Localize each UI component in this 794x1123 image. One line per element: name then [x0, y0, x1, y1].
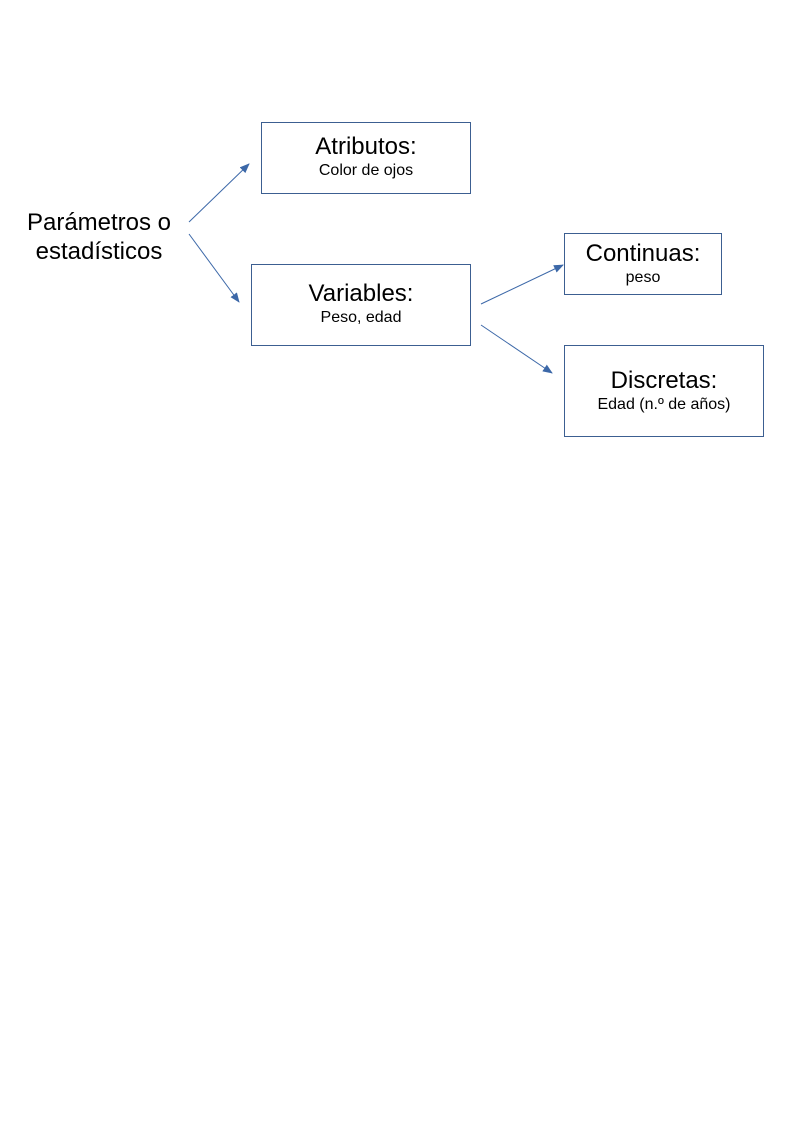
- arrow-variables-to-discretas: [480, 324, 553, 374]
- node-variables-title: Variables:: [308, 280, 414, 307]
- node-variables-example: Peso, edad: [320, 309, 402, 326]
- root-label-line-1: Parámetros o: [26, 209, 172, 236]
- node-continuas: Continuas: peso: [564, 233, 722, 295]
- node-atributos-example: Color de ojos: [318, 162, 414, 179]
- root-node-label: Parámetros o estadísticos: [10, 208, 188, 266]
- arrow-root-to-variables: [188, 233, 240, 303]
- arrow-root-to-atributos: [188, 163, 250, 223]
- node-discretas: Discretas: Edad (n.º de años): [564, 345, 764, 437]
- root-label-line-2: estadísticos: [35, 238, 163, 265]
- node-continuas-title: Continuas:: [585, 240, 701, 267]
- node-continuas-example: peso: [625, 269, 661, 286]
- node-variables: Variables: Peso, edad: [251, 264, 471, 346]
- node-discretas-title: Discretas:: [610, 367, 718, 394]
- node-discretas-example: Edad (n.º de años): [597, 396, 731, 413]
- node-atributos: Atributos: Color de ojos: [261, 122, 471, 194]
- arrow-variables-to-continuas: [480, 264, 564, 305]
- node-atributos-title: Atributos:: [315, 133, 417, 160]
